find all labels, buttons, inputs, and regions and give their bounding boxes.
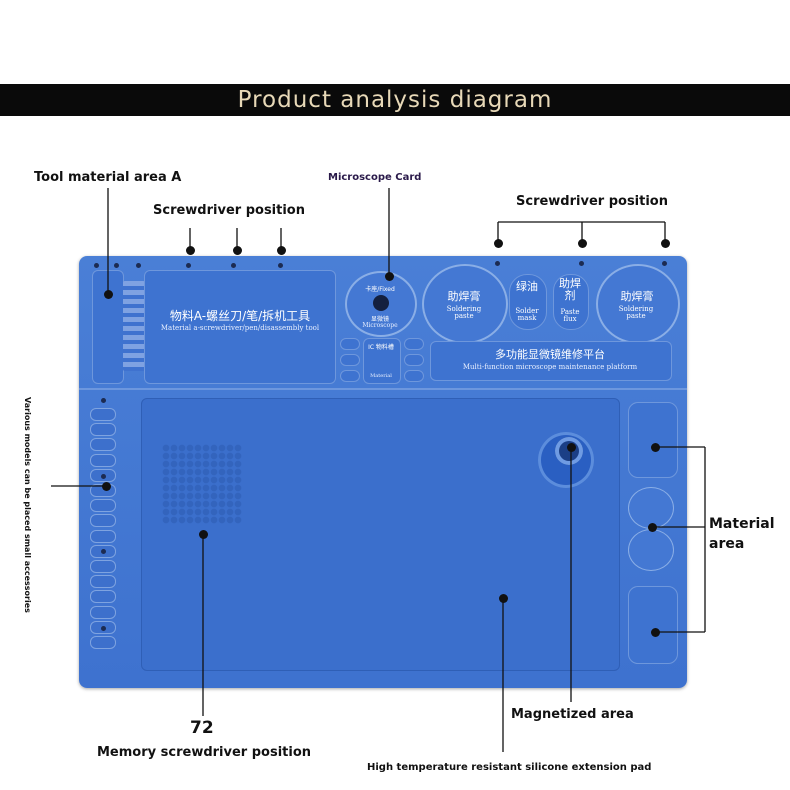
callout-dot bbox=[199, 530, 208, 539]
mat-hole bbox=[101, 626, 106, 631]
title-banner bbox=[0, 84, 790, 116]
paste-left-cn: 助焊膏 bbox=[447, 290, 481, 303]
accessory-slot bbox=[90, 499, 116, 513]
accessory-slot bbox=[90, 453, 116, 467]
callout-dot bbox=[499, 594, 508, 603]
callout-dot bbox=[494, 239, 503, 248]
mat-hole bbox=[136, 263, 141, 268]
callout-dot bbox=[277, 246, 286, 255]
mat-hole bbox=[579, 261, 584, 266]
microscope-lens bbox=[373, 295, 389, 311]
screw-memory-grid bbox=[162, 444, 242, 524]
material-a-cn: 物料A-螺丝刀/笔/拆机工具 bbox=[169, 309, 311, 323]
accessory-slot bbox=[90, 514, 116, 528]
label-screwdriver-position-right: Screwdriver position bbox=[516, 194, 668, 209]
callout-dot bbox=[102, 482, 111, 491]
accessory-slot bbox=[90, 560, 116, 573]
material-tray-bottom bbox=[628, 586, 678, 664]
flux-en: Paste flux bbox=[560, 308, 580, 324]
platform-en: Multi-function microscope maintenance pl… bbox=[462, 363, 638, 371]
callout-dot bbox=[661, 239, 670, 248]
platform-cn: 多功能显微镜维修平台 bbox=[495, 348, 605, 361]
material-tray-top bbox=[628, 402, 678, 478]
label-microscope-card: Microscope Card bbox=[328, 172, 422, 183]
label-silicone-pad: High temperature resistant silicone exte… bbox=[367, 762, 652, 773]
mat-hole bbox=[101, 398, 106, 403]
mask-en: Solder mask bbox=[515, 307, 539, 323]
accessory-slot bbox=[90, 438, 116, 452]
callout-dot bbox=[385, 272, 394, 281]
label-material-area-2: area bbox=[709, 536, 745, 552]
material-a-tray bbox=[144, 270, 336, 384]
label-screwdriver-position-left: Screwdriver position bbox=[153, 203, 305, 218]
callout-dot bbox=[186, 246, 195, 255]
microscope-en: Microscope bbox=[362, 322, 398, 329]
mat-hole bbox=[278, 263, 283, 268]
platform-tray bbox=[430, 341, 672, 381]
label-count-72: 72 bbox=[190, 718, 214, 738]
mat-hole bbox=[186, 263, 191, 268]
ic-side-slot-1 bbox=[340, 338, 360, 350]
callout-dot bbox=[648, 523, 657, 532]
accessory-slot bbox=[90, 408, 116, 421]
fixed-label: 卡座/Fixed bbox=[365, 286, 395, 293]
microscope-cn: 显微镜 bbox=[370, 316, 389, 323]
paste-right-en: Soldering paste bbox=[618, 305, 654, 321]
mat-hole bbox=[94, 263, 99, 268]
soldering-paste-right bbox=[596, 264, 680, 344]
accessory-slot bbox=[90, 605, 116, 619]
mat-hole bbox=[101, 474, 106, 479]
page-title: Product analysis diagram bbox=[237, 87, 553, 113]
ic-en: Material bbox=[370, 373, 392, 379]
ic-side-slot-6 bbox=[404, 370, 424, 382]
mat-hole bbox=[101, 549, 106, 554]
mat-hole bbox=[231, 263, 236, 268]
material-a-en: Material a-screwdriver/pen/disassembly t… bbox=[160, 324, 320, 332]
callout-dot bbox=[233, 246, 242, 255]
mat-hole bbox=[662, 261, 667, 266]
accessory-slot bbox=[90, 575, 116, 589]
ic-side-slot-5 bbox=[404, 354, 424, 366]
soldering-paste-left bbox=[422, 264, 508, 344]
mat-hole bbox=[495, 261, 500, 266]
mat-hole bbox=[114, 263, 119, 268]
accessory-slot bbox=[90, 529, 116, 543]
callout-dot bbox=[567, 443, 576, 452]
flux-cn: 助焊剂 bbox=[559, 277, 581, 302]
callout-dot bbox=[651, 443, 660, 452]
mask-cn: 绿油 bbox=[516, 280, 538, 293]
label-magnetized-area: Magnetized area bbox=[511, 707, 634, 722]
ic-side-slot-4 bbox=[404, 338, 424, 350]
paste-right-cn: 助焊膏 bbox=[620, 290, 654, 303]
paste-left-en: Soldering paste bbox=[446, 305, 482, 321]
solder-mask-slot bbox=[509, 274, 547, 330]
ic-side-slot-2 bbox=[340, 354, 360, 366]
callout-dot bbox=[578, 239, 587, 248]
ribbed-strip bbox=[123, 281, 145, 371]
accessory-slot bbox=[90, 636, 116, 649]
label-tool-material-area: Tool material area A bbox=[34, 170, 182, 185]
mat-divider bbox=[79, 388, 687, 390]
silicone-pad-area bbox=[141, 398, 620, 671]
accessory-slot bbox=[90, 590, 116, 604]
callout-dot bbox=[104, 290, 113, 299]
ic-side-slot-3 bbox=[340, 370, 360, 382]
label-material-area-1: Material bbox=[709, 516, 775, 532]
ic-cn: IC 物料槽 bbox=[368, 344, 394, 351]
paste-flux-slot bbox=[553, 274, 589, 330]
ic-material-slot bbox=[363, 338, 401, 384]
callout-dot bbox=[651, 628, 660, 637]
label-memory-screwdriver-position: Memory screwdriver position bbox=[97, 745, 312, 760]
accessory-slot bbox=[90, 423, 116, 437]
